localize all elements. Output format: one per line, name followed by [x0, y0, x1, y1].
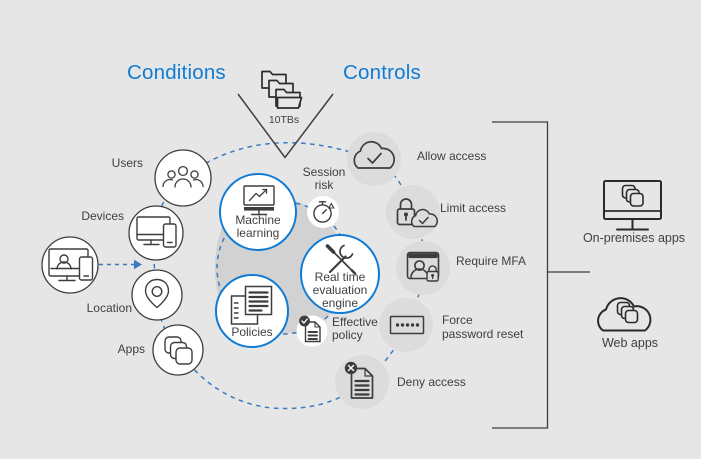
real-time-line3: engine: [321, 296, 359, 310]
map-pin-icon: [144, 278, 170, 309]
stopwatch-icon: [313, 201, 335, 223]
on-premises-apps-label: On-premises apps: [582, 231, 686, 245]
session-risk-line1: Session: [302, 165, 346, 179]
lock-cloud-icon: [396, 198, 439, 228]
location-label: Location: [86, 301, 132, 315]
deny-access-label: Deny access: [397, 375, 466, 389]
effective-policy-line1: Effective: [332, 315, 378, 329]
real-time-engine-node: [300, 234, 380, 314]
location-node: [131, 269, 183, 321]
real-time-line1: Real time: [314, 270, 366, 284]
apps-label: Apps: [117, 342, 145, 356]
apps-bracket: [492, 121, 590, 429]
session-risk-node: [307, 196, 339, 228]
users-label: Users: [111, 156, 143, 170]
documents-icon: [230, 285, 273, 325]
folder-stack-icon: [261, 70, 303, 109]
document-check-icon: [299, 315, 321, 343]
monitor-apps-icon: [603, 180, 662, 231]
require-mfa-label: Require MFA: [456, 254, 527, 268]
monitor-phone-icon: [136, 216, 177, 248]
force-reset-line2: password reset: [442, 327, 524, 341]
policies-label: Policies: [231, 325, 273, 339]
document-x-icon: [344, 361, 374, 399]
cloud-check-icon: [353, 140, 396, 169]
conditions-title: Conditions: [127, 61, 226, 84]
effective-policy-label: Effective policy: [332, 316, 378, 342]
machine-learning-line2: learning: [236, 226, 280, 240]
stacked-apps-icon: [164, 336, 193, 365]
funnel-lines: [237, 93, 334, 159]
password-dots-icon: [389, 315, 425, 335]
real-time-engine-label: Real time evaluation engine: [303, 271, 377, 310]
tools-icon: [325, 244, 357, 275]
force-reset-line1: Force: [442, 313, 473, 327]
controls-title: Controls: [343, 61, 421, 84]
funnel-data-label: 10TBs: [268, 114, 300, 126]
session-risk-line2: risk: [314, 178, 334, 192]
users-node: [154, 149, 212, 207]
cloud-apps-icon: [597, 297, 652, 332]
machine-learning-node: [219, 173, 297, 251]
devices-label: Devices: [81, 209, 124, 223]
machine-learning-line1: Machine: [235, 213, 281, 227]
force-password-reset-label: Force password reset: [442, 313, 523, 341]
monitor-trend-icon: [243, 185, 275, 216]
effective-policy-line2: policy: [332, 328, 363, 342]
window-user-lock-icon: [406, 251, 440, 282]
allow-access-label: Allow access: [417, 149, 487, 163]
people-icon: [162, 165, 204, 188]
machine-learning-label: Machine learning: [218, 214, 298, 240]
session-risk-label: Session risk: [294, 166, 354, 192]
web-apps-label: Web apps: [601, 336, 659, 350]
limit-access-label: Limit access: [440, 201, 507, 215]
real-time-line2: evaluation: [312, 283, 368, 297]
flow-arrow: [99, 259, 142, 270]
remote-desktop-user-icon: [48, 248, 94, 282]
allow-access-node: [347, 132, 401, 186]
